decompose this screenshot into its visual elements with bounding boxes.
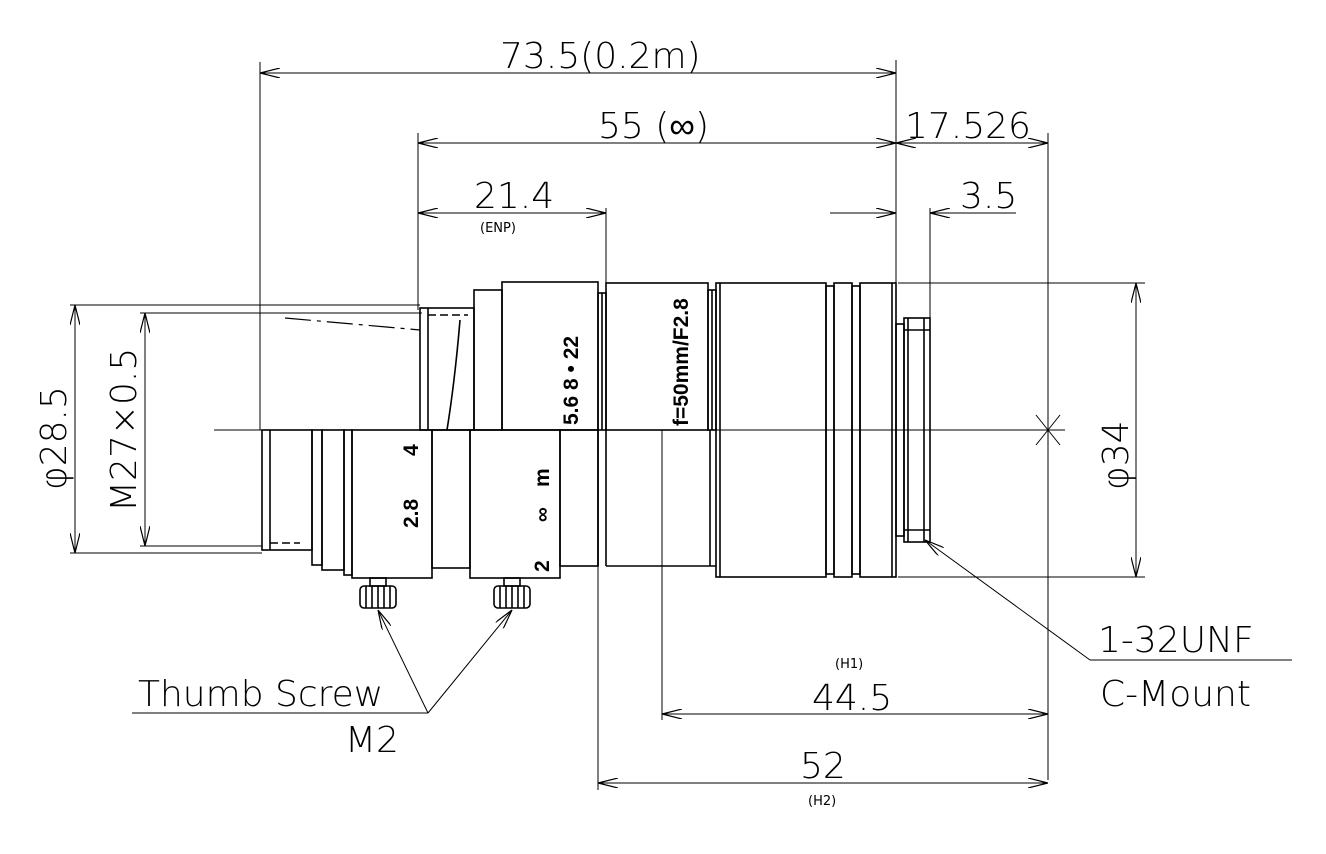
extension-lines (70, 60, 1145, 790)
marking-focal: f=50mm/F2.8 (670, 298, 693, 426)
marking-focus-m: m (531, 468, 554, 487)
dim-enp-note: (ENP) (480, 221, 516, 236)
marking-fstop-2-8: 2.8 (400, 498, 423, 528)
dim-enp-distance: 21.4 (474, 176, 554, 217)
dim-mount-thread: 3.5 (960, 176, 1017, 217)
thumb-screw-1 (359, 577, 397, 609)
thumb-screw-2 (493, 577, 531, 609)
dim-total-length: 73.5(0.2m) (500, 36, 701, 77)
dim-h1-distance: 44.5 (812, 678, 892, 719)
callout-mount-type: C-Mount (1100, 674, 1251, 715)
dim-body-diameter: φ34 (1096, 420, 1137, 490)
callout-thumb-screw: Thumb Screw (138, 674, 383, 715)
marking-fstops-upper: 5.6 8 • 22 (560, 336, 583, 425)
dimension-lines (75, 73, 1136, 783)
callout-thumb-screw-size: M2 (345, 720, 399, 761)
dim-filter-diameter: φ28.5 (34, 386, 75, 490)
cross-mark-2 (1035, 414, 1061, 446)
dim-h2-note: (H2) (808, 794, 836, 809)
marking-focus-2: 2 (531, 560, 554, 572)
dim-length-infinity: 55 (∞) (598, 106, 709, 147)
marking-focus-inf: ∞ (531, 507, 554, 522)
phantom-line (284, 317, 421, 331)
marking-fstop-4: 4 (400, 444, 423, 456)
leader-lines (132, 540, 1292, 714)
lens-body (261, 281, 931, 579)
dim-h2-distance: 52 (800, 746, 846, 787)
dim-filter-thread: M27×0.5 (104, 348, 145, 512)
dim-h1-note: (H1) (835, 657, 863, 672)
dim-flange-back: 17.526 (905, 106, 1031, 147)
callout-mount-thread-spec: 1-32UNF (1098, 620, 1254, 661)
